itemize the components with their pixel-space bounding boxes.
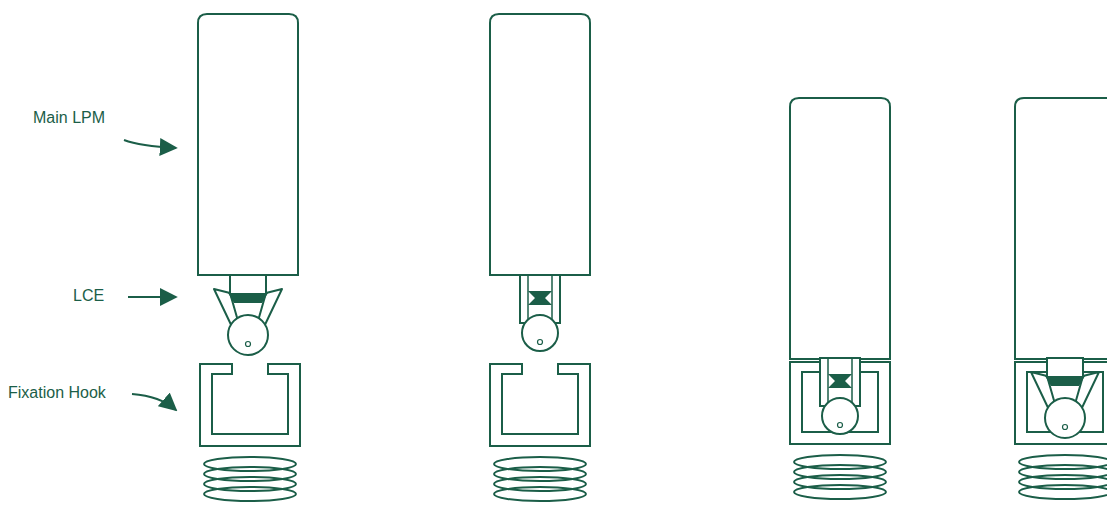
leader-arrow [128,296,176,298]
helix-coil [494,487,586,501]
helix-coil [794,485,886,499]
lce-bar [528,291,552,305]
lce-dot [1063,425,1068,430]
fixation-hook [790,362,890,444]
lce-bar [228,293,268,303]
lce-arm-line [851,358,853,402]
stages [198,14,1107,501]
lce-dot [838,423,843,428]
helix-coil [1019,485,1107,499]
leader-arrow [132,394,176,410]
leaders [124,140,176,410]
fixation-hook [200,364,300,446]
leader-arrow [124,140,176,148]
main-lpm-body [1015,98,1107,359]
main-lpm-body [198,14,298,275]
helix-coil [204,487,296,501]
lce-bar [828,374,852,388]
stages-front [790,358,1107,499]
lce-arm-line [551,275,553,319]
lce-ball [822,398,858,434]
lce-bar [1045,376,1085,386]
main-lpm-body [790,98,890,359]
lce-arm-line [827,358,829,402]
lce-ball [1045,398,1085,438]
fixation-hook [490,364,590,446]
part-label: LCE [73,286,104,305]
main-lpm-body [490,14,590,275]
lce-dot [538,340,543,345]
part-label: Fixation Hook [8,383,106,402]
lce-dot [246,342,251,347]
lce-arm-line [527,275,529,319]
lce-ball [228,315,268,355]
lce-ball [522,315,558,351]
part-label: Main LPM [33,108,105,127]
